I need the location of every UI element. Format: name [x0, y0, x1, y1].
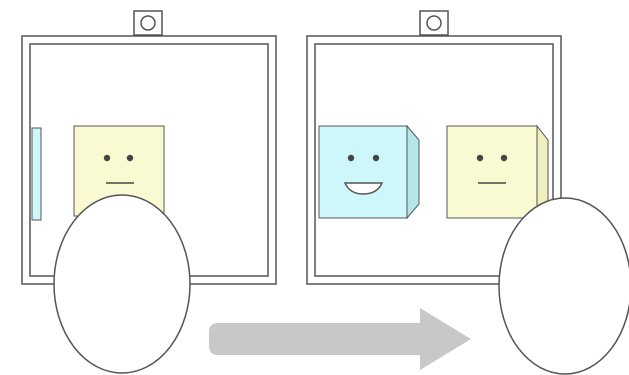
- panel-before: [22, 11, 276, 373]
- neutral-face-icon: [447, 126, 548, 218]
- hidden-face-edge: [32, 128, 41, 220]
- smiling-face-icon: [319, 126, 419, 218]
- right-arrow-icon: [209, 308, 471, 370]
- panel-after: [307, 11, 629, 374]
- hanging-hook-icon: [134, 11, 162, 35]
- viewer-head-right: [499, 198, 629, 374]
- hanging-hook-icon: [420, 11, 448, 35]
- viewer-head-left: [54, 195, 190, 373]
